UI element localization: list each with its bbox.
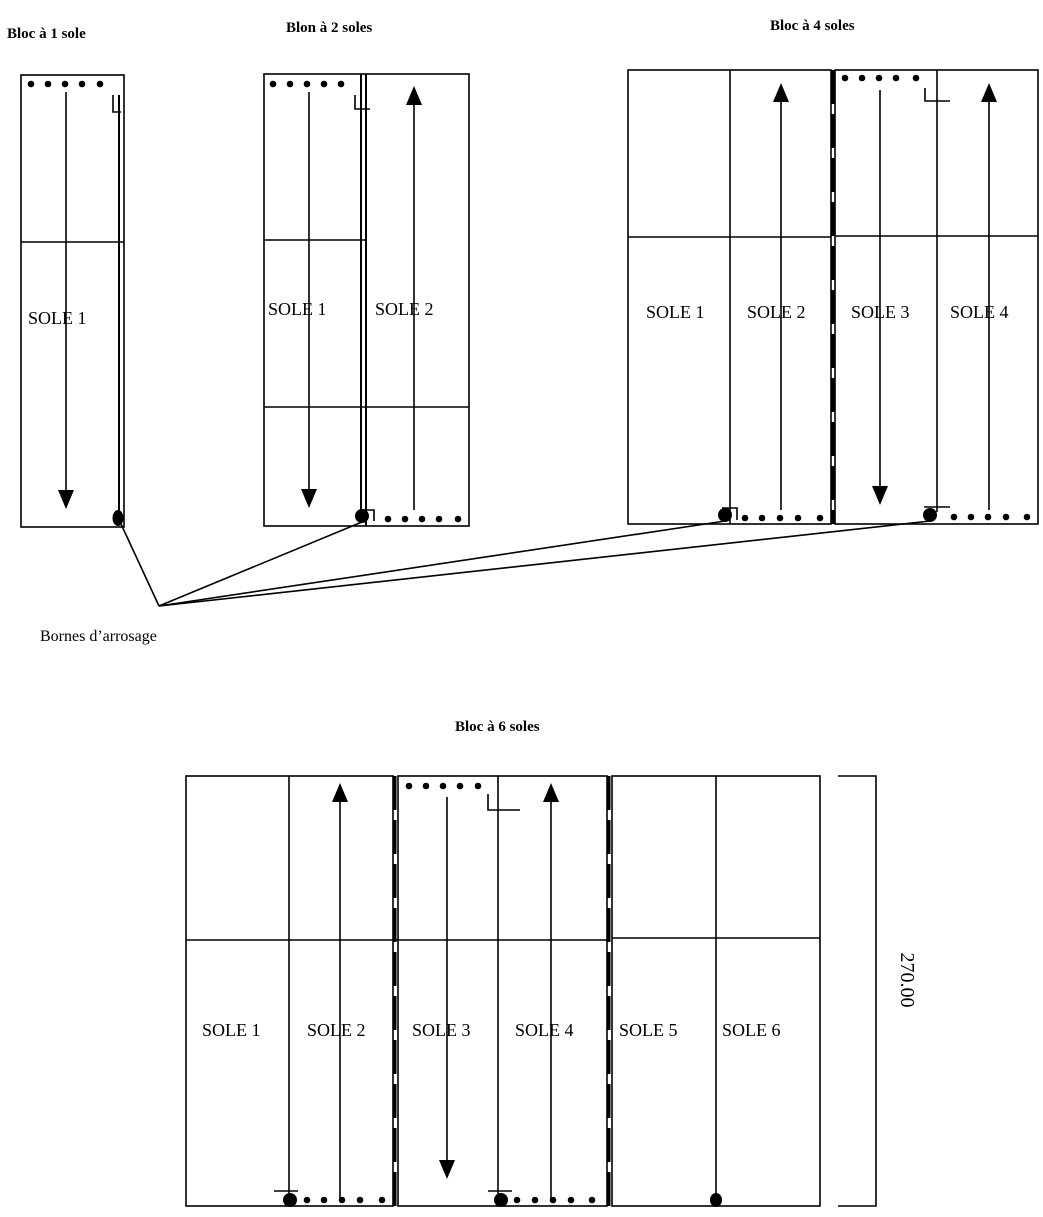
sole-label: SOLE 6: [722, 1020, 781, 1040]
sole-label: SOLE 3: [412, 1020, 471, 1040]
hydrant-caption: Bornes d’arrosage: [40, 628, 157, 645]
flow-arrow-up: [332, 783, 348, 802]
hydrant-marker: [923, 508, 937, 522]
dimension-bracket: [838, 775, 877, 1207]
parcel-outline: [20, 74, 125, 528]
valve-hook: [924, 88, 950, 102]
bloc-2-soles: SOLE 1 SOLE 2: [263, 73, 470, 527]
bloc-1-sole: SOLE 1: [20, 74, 125, 528]
flow-arrow-up: [406, 86, 422, 105]
hydrant-marker: [710, 1193, 722, 1207]
flow-arrow-down: [301, 489, 317, 508]
valve-hook: [722, 507, 738, 520]
hydrant-marker: [283, 1193, 297, 1207]
sole-label: SOLE 1: [268, 299, 327, 319]
flow-arrow-down: [872, 486, 888, 505]
sole-label: SOLE 1: [28, 308, 87, 328]
flow-arrow-down: [58, 490, 74, 509]
sprinkler-dots: [741, 74, 1031, 522]
valve-hook: [112, 95, 121, 113]
sole-label: SOLE 2: [747, 302, 806, 322]
flow-arrow-up: [773, 83, 789, 102]
parcel-outline: [397, 775, 608, 1207]
hydrant-marker: [355, 509, 369, 523]
flow-arrow-up: [981, 83, 997, 102]
title-bloc-2-soles: Blon à 2 soles: [286, 20, 372, 36]
hydrant-marker: [112, 510, 124, 526]
flow-arrow-up: [543, 783, 559, 802]
hydrant-marker: [718, 508, 732, 522]
valve-hook: [354, 95, 370, 110]
sole-label: SOLE 2: [307, 1020, 366, 1040]
sole-label: SOLE 1: [646, 302, 705, 322]
bloc-4-soles: SOLE 1 SOLE 2 SOLE 3 SOLE 4: [627, 69, 1039, 525]
sole-label: SOLE 2: [375, 299, 434, 319]
hydrant-connectors: [120, 520, 931, 607]
title-bloc-6-soles: Bloc à 6 soles: [455, 719, 540, 735]
flow-arrow-down: [439, 1160, 455, 1179]
sole-label: SOLE 4: [950, 302, 1009, 322]
sprinkler-dots: [269, 80, 462, 523]
sole-label: SOLE 4: [515, 1020, 574, 1040]
sprinkler-dots: [303, 782, 596, 1204]
sole-label: SOLE 3: [851, 302, 910, 322]
title-bloc-1-sole: Bloc à 1 sole: [7, 26, 86, 42]
sole-label: SOLE 1: [202, 1020, 261, 1040]
title-bloc-4-soles: Bloc à 4 soles: [770, 18, 855, 34]
valve-hook: [487, 794, 520, 811]
hydrant-marker: [494, 1193, 508, 1207]
bloc-6-soles: SOLE 1 SOLE 2 SOLE 3 SOLE 4 SOLE 5 SOLE …: [185, 775, 821, 1207]
sole-label: SOLE 5: [619, 1020, 678, 1040]
sprinkler-dots: [27, 80, 104, 88]
dimension-label: 270.00: [896, 953, 918, 1008]
